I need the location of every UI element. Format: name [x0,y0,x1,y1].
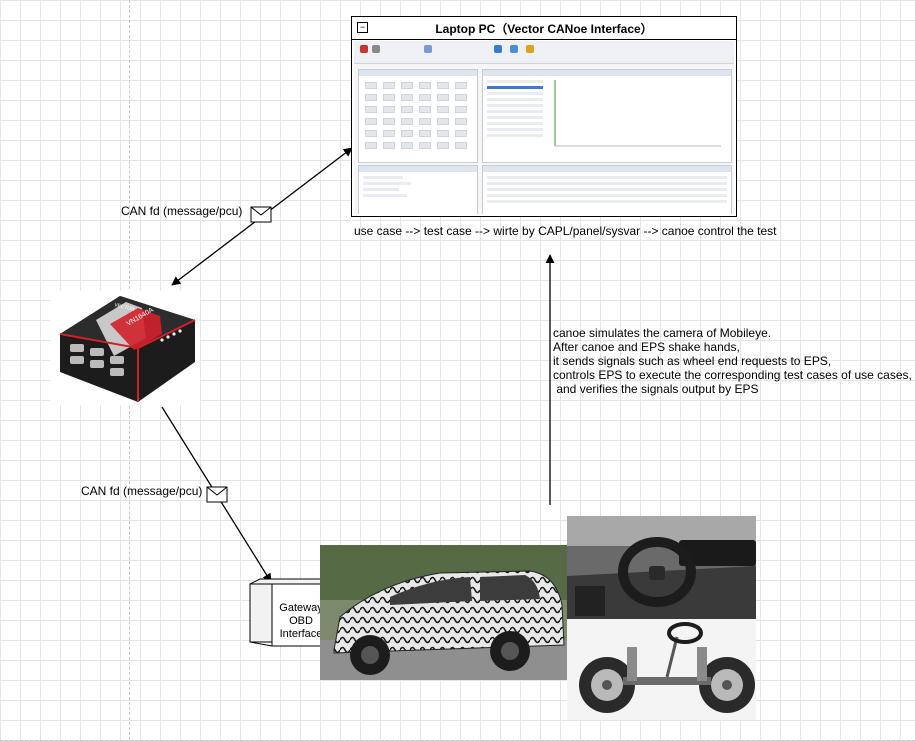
gateway-line-3: Interface [279,628,323,640]
upper-link-label: CAN fd (message/pcu) [121,204,243,218]
lower-message-envelope-icon [206,486,228,503]
laptop-title-bar: − Laptop PC（Vector CANoe Interface） [352,17,736,40]
note-line-3: it sends signals such as wheel end reque… [553,354,832,368]
camouflaged-test-car-photo [320,545,568,680]
canoe-panel-window [358,69,478,163]
gateway-line-1: Gateway [279,602,323,614]
note-line-2: After canoe and EPS shake hands, [553,340,740,354]
note-line-4: controls EPS to execute the correspondin… [553,368,912,382]
collapse-icon[interactable]: − [357,22,368,33]
lower-link-label: CAN fd (message/pcu) [81,484,203,498]
upper-message-envelope-icon [250,206,272,223]
vector-vn1640a-device: VECTOR VN1640A [50,290,200,405]
laptop-title: Laptop PC（Vector CANoe Interface） [435,21,653,36]
steering-wheel-interior-photo [567,516,756,619]
eps-chassis-photo [567,619,756,720]
canoe-ribbon [354,41,734,64]
gateway-line-2: OBD [289,615,313,627]
note-line-1: canoe simulates the camera of Mobileye. [553,326,772,340]
canoe-config-window [358,165,478,214]
note-line-5: and verifies the signals output by EPS [553,382,759,396]
canoe-trace-window [482,165,732,214]
laptop-pc-node[interactable]: − Laptop PC（Vector CANoe Interface） [351,16,737,217]
gateway-obd-interface-label: Gateway OBD Interface [274,602,328,641]
test-flow-description: canoe simulates the camera of Mobileye. … [553,326,912,396]
device-brand-text: VECTOR [114,302,136,313]
flow-caption: use case --> test case --> wirte by CAPL… [354,224,777,238]
canoe-screenshot [354,41,734,214]
canoe-graphics-window [482,69,732,163]
